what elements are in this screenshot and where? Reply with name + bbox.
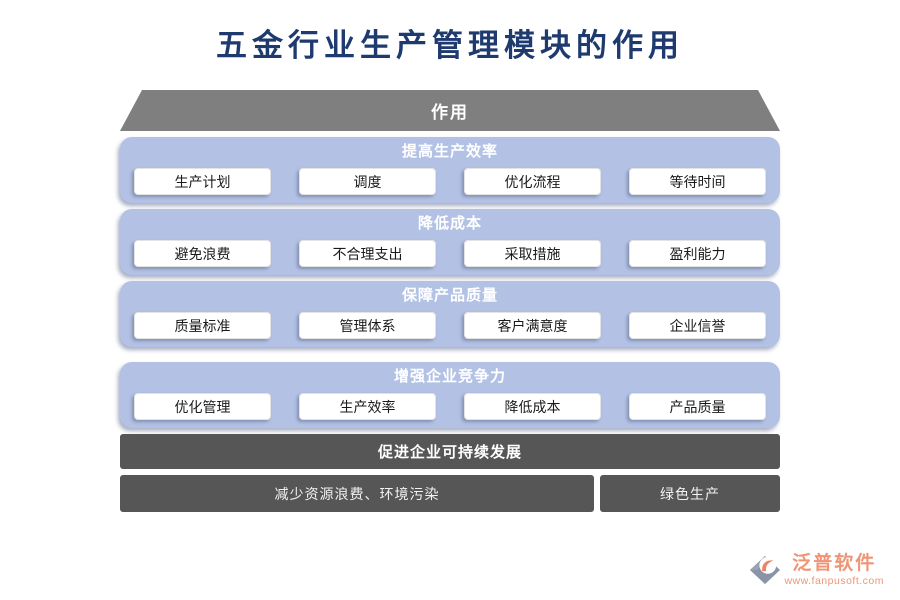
item-card: 盈利能力 [629,240,766,267]
item-card: 优化流程 [464,168,601,195]
fanpu-logo-name: 泛普软件 [792,553,877,574]
role-header-trapezoid: 作用 [120,90,780,131]
item-card: 生产计划 [134,168,271,195]
item-card: 生产效率 [299,393,436,420]
section-quality: 保障产品质量 质量标准 管理体系 客户满意度 企业信誉 [120,281,780,347]
footer-box-green: 绿色生产 [600,475,780,512]
item-card: 企业信誉 [629,312,766,339]
card-row: 优化管理 生产效率 降低成本 产品质量 [134,393,766,420]
card-row: 生产计划 调度 优化流程 等待时间 [134,168,766,195]
footer-row: 减少资源浪费、环境污染 绿色生产 [120,475,780,512]
fanpu-logo-url: www.fanpusoft.com [784,575,884,587]
card-row: 避免浪费 不合理支出 采取措施 盈利能力 [134,240,766,267]
fanpu-logo: 泛普软件 www.fanpusoft.com [749,553,884,590]
role-header-label: 作用 [431,103,469,122]
page-title: 五金行业生产管理模块的作用 [216,28,684,63]
section-title: 增强企业竞争力 [393,368,506,385]
section-title: 降低成本 [417,215,482,232]
item-card: 客户满意度 [464,312,601,339]
footer-box-resource: 减少资源浪费、环境污染 [120,475,594,512]
item-card: 不合理支出 [299,240,436,267]
item-card: 等待时间 [629,168,766,195]
diagram: 作用 提高生产效率 生产计划 调度 优化流程 等待时间 降低成本 避免浪费 不合… [120,90,780,512]
sustainability-label: 促进企业可持续发展 [377,444,522,461]
fanpu-logo-icon [749,555,781,590]
fanpu-logo-text: 泛普软件 www.fanpusoft.com [784,553,884,587]
item-card: 降低成本 [464,393,601,420]
item-card: 调度 [299,168,436,195]
item-card: 质量标准 [134,312,271,339]
section-efficiency: 提高生产效率 生产计划 调度 优化流程 等待时间 [120,137,780,203]
card-row: 质量标准 管理体系 客户满意度 企业信誉 [134,312,766,339]
section-cost-reduction: 降低成本 避免浪费 不合理支出 采取措施 盈利能力 [120,209,780,275]
section-title: 提高生产效率 [401,143,498,160]
section-title: 保障产品质量 [401,287,498,304]
item-card: 管理体系 [299,312,436,339]
item-card: 产品质量 [629,393,766,420]
sustainability-bar: 促进企业可持续发展 [120,434,780,469]
section-competitiveness: 增强企业竞争力 优化管理 生产效率 降低成本 产品质量 [120,362,780,428]
item-card: 优化管理 [134,393,271,420]
item-card: 避免浪费 [134,240,271,267]
item-card: 采取措施 [464,240,601,267]
